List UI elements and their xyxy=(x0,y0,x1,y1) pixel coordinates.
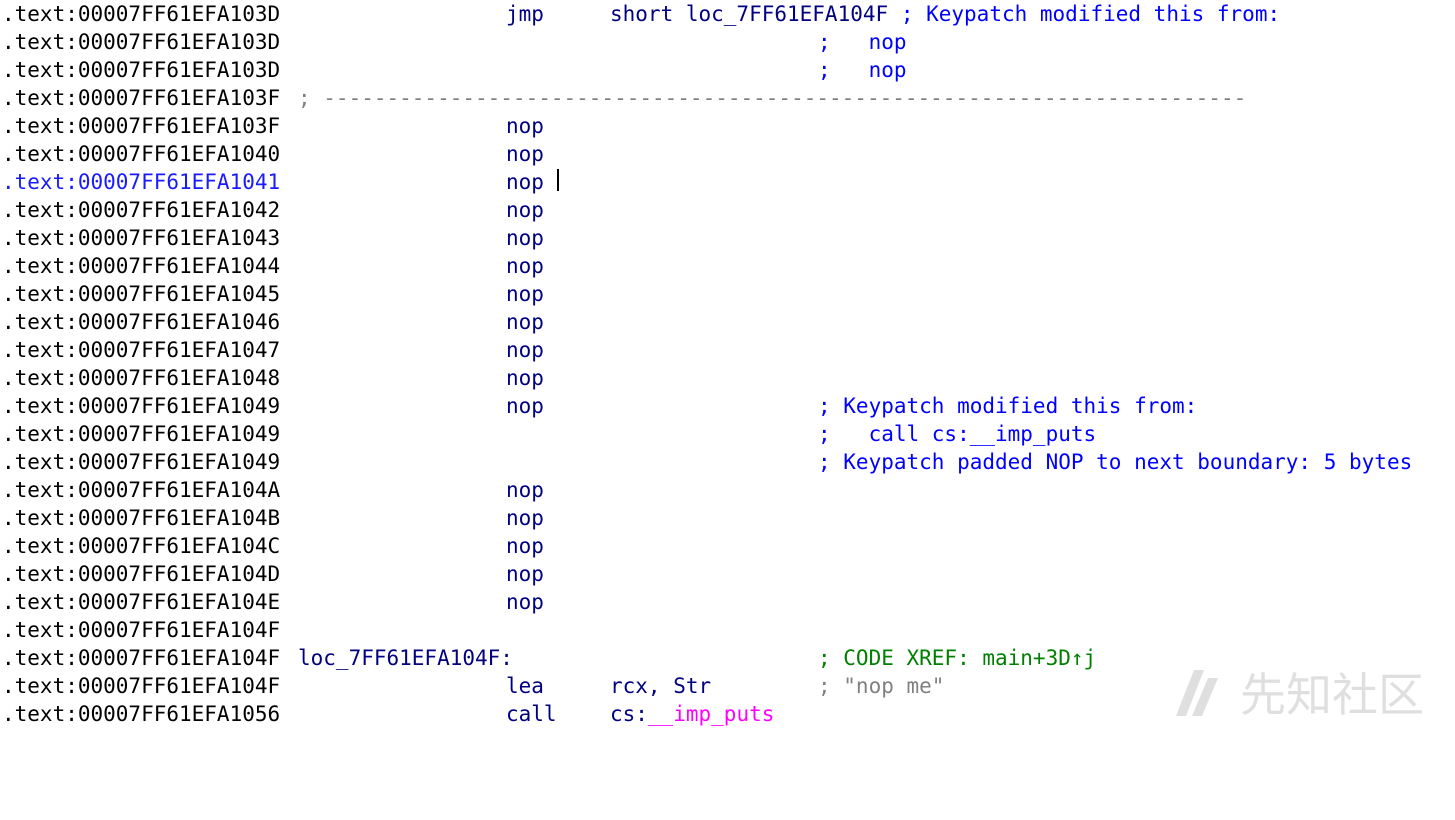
line-address: .text:00007FF61EFA104A xyxy=(2,478,281,502)
instruction-mnemonic[interactable]: nop xyxy=(506,142,544,166)
listing-line[interactable]: .text:00007FF61EFA104A nop xyxy=(0,476,1455,504)
line-address: .text:00007FF61EFA1041 xyxy=(2,170,281,194)
watermark-text: 先知社区 xyxy=(1240,668,1424,722)
instruction-mnemonic[interactable]: nop xyxy=(506,226,544,250)
listing-line[interactable]: .text:00007FF61EFA104E nop xyxy=(0,588,1455,616)
string-comment: ; "nop me" xyxy=(818,674,945,698)
line-address: .text:00007FF61EFA104E xyxy=(2,590,281,614)
listing-line[interactable]: .text:00007FF61EFA1049 ; Keypatch padded… xyxy=(0,448,1455,476)
line-address: .text:00007FF61EFA104C xyxy=(2,534,281,558)
instruction-operands[interactable]: rcx, Str xyxy=(610,674,712,698)
listing-line[interactable]: .text:00007FF61EFA1049 ; call cs:__imp_p… xyxy=(0,420,1455,448)
instruction-mnemonic[interactable]: jmp xyxy=(506,2,544,26)
line-address: .text:00007FF61EFA1042 xyxy=(2,198,281,222)
separator-line: ; --------------------------------------… xyxy=(298,86,1247,110)
listing-line[interactable]: .text:00007FF61EFA104F loc_7FF61EFA104F:… xyxy=(0,644,1455,672)
listing-line[interactable]: .text:00007FF61EFA1046 nop xyxy=(0,308,1455,336)
line-address: .text:00007FF61EFA104B xyxy=(2,506,281,530)
watermark: 先知社区 xyxy=(1170,664,1424,722)
listing-line[interactable]: .text:00007FF61EFA103F nop xyxy=(0,112,1455,140)
listing-line[interactable]: .text:00007FF61EFA1048 nop xyxy=(0,364,1455,392)
instruction-mnemonic[interactable]: lea xyxy=(506,674,544,698)
line-address: .text:00007FF61EFA1049 xyxy=(2,394,281,418)
instruction-mnemonic[interactable]: nop xyxy=(506,198,544,222)
listing-line[interactable]: .text:00007FF61EFA1042 nop xyxy=(0,196,1455,224)
listing-line[interactable]: .text:00007FF61EFA1045 nop xyxy=(0,280,1455,308)
line-comment: ; nop xyxy=(818,30,907,54)
instruction-mnemonic[interactable]: nop xyxy=(506,310,544,334)
watermark-logo-icon xyxy=(1176,670,1218,716)
instruction-mnemonic[interactable]: nop xyxy=(506,394,544,418)
line-comment: ; Keypatch padded NOP to next boundary: … xyxy=(818,450,1413,474)
disassembly-listing[interactable]: .text:00007FF61EFA103D jmp short loc_7FF… xyxy=(0,0,1455,728)
line-address: .text:00007FF61EFA1044 xyxy=(2,254,281,278)
code-label[interactable]: loc_7FF61EFA104F: xyxy=(298,646,513,670)
line-address: .text:00007FF61EFA1049 xyxy=(2,422,281,446)
line-address: .text:00007FF61EFA1045 xyxy=(2,282,281,306)
listing-line[interactable]: .text:00007FF61EFA1040 nop xyxy=(0,140,1455,168)
instruction-mnemonic[interactable]: nop xyxy=(506,366,544,390)
line-comment: ; nop xyxy=(818,58,907,82)
xref-comment[interactable]: ; CODE XREF: main+3D↑j xyxy=(818,646,1097,670)
listing-line[interactable]: .text:00007FF61EFA103D ; nop xyxy=(0,56,1455,84)
line-address: .text:00007FF61EFA104F xyxy=(2,674,281,698)
listing-line[interactable]: .text:00007FF61EFA1044 nop xyxy=(0,252,1455,280)
instruction-mnemonic[interactable]: call xyxy=(506,702,557,726)
line-address: .text:00007FF61EFA103F xyxy=(2,86,281,110)
import-name[interactable]: __imp_puts xyxy=(647,702,775,726)
line-address: .text:00007FF61EFA1043 xyxy=(2,226,281,250)
listing-line[interactable]: .text:00007FF61EFA1047 nop xyxy=(0,336,1455,364)
listing-line[interactable]: .text:00007FF61EFA104F xyxy=(0,616,1455,644)
instruction-mnemonic[interactable]: nop xyxy=(506,282,544,306)
listing-line[interactable]: .text:00007FF61EFA103D jmp short loc_7FF… xyxy=(0,0,1455,28)
listing-line[interactable]: .text:00007FF61EFA1049 nop ; Keypatch mo… xyxy=(0,392,1455,420)
line-address: .text:00007FF61EFA1056 xyxy=(2,702,281,726)
instruction-mnemonic[interactable]: nop xyxy=(506,562,544,586)
line-address: .text:00007FF61EFA103D xyxy=(2,30,281,54)
segment-prefix: cs: xyxy=(610,702,648,726)
instruction-mnemonic[interactable]: nop xyxy=(506,114,544,138)
line-address: .text:00007FF61EFA104F xyxy=(2,646,281,670)
listing-line[interactable]: .text:00007FF61EFA103F ; ---------------… xyxy=(0,84,1455,112)
instruction-operands[interactable]: cs:__imp_puts xyxy=(610,701,774,727)
line-address: .text:00007FF61EFA1040 xyxy=(2,142,281,166)
line-address: .text:00007FF61EFA103D xyxy=(2,2,281,26)
listing-line[interactable]: .text:00007FF61EFA1056 call cs:__imp_put… xyxy=(0,700,1455,728)
instruction-mnemonic[interactable]: nop xyxy=(506,534,544,558)
line-comment: ; Keypatch modified this from: xyxy=(900,2,1281,26)
instruction-mnemonic[interactable]: nop xyxy=(506,170,544,194)
listing-line[interactable]: .text:00007FF61EFA104B nop xyxy=(0,504,1455,532)
listing-line[interactable]: .text:00007FF61EFA104F lea rcx, Str ; "n… xyxy=(0,672,1455,700)
line-address: .text:00007FF61EFA104D xyxy=(2,562,281,586)
text-cursor xyxy=(557,169,559,191)
line-address: .text:00007FF61EFA1047 xyxy=(2,338,281,362)
instruction-mnemonic[interactable]: nop xyxy=(506,506,544,530)
line-address: .text:00007FF61EFA103F xyxy=(2,114,281,138)
instruction-mnemonic[interactable]: nop xyxy=(506,478,544,502)
line-comment: ; Keypatch modified this from: xyxy=(818,394,1198,418)
listing-line[interactable]: .text:00007FF61EFA104D nop xyxy=(0,560,1455,588)
instruction-mnemonic[interactable]: nop xyxy=(506,590,544,614)
line-address: .text:00007FF61EFA103D xyxy=(2,58,281,82)
listing-line[interactable]: .text:00007FF61EFA104C nop xyxy=(0,532,1455,560)
instruction-operands[interactable]: short loc_7FF61EFA104F ; Keypatch modifi… xyxy=(610,1,1280,27)
listing-line[interactable]: .text:00007FF61EFA1043 nop xyxy=(0,224,1455,252)
line-address: .text:00007FF61EFA104F xyxy=(2,618,281,642)
line-comment: ; call cs:__imp_puts xyxy=(818,422,1097,446)
line-address: .text:00007FF61EFA1049 xyxy=(2,450,281,474)
listing-line-selected[interactable]: .text:00007FF61EFA1041 nop xyxy=(0,168,1455,196)
listing-line[interactable]: .text:00007FF61EFA103D ; nop xyxy=(0,28,1455,56)
instruction-mnemonic[interactable]: nop xyxy=(506,254,544,278)
line-address: .text:00007FF61EFA1046 xyxy=(2,310,281,334)
instruction-mnemonic[interactable]: nop xyxy=(506,338,544,362)
jump-target-operand[interactable]: short loc_7FF61EFA104F xyxy=(610,2,889,26)
line-address: .text:00007FF61EFA1048 xyxy=(2,366,281,390)
